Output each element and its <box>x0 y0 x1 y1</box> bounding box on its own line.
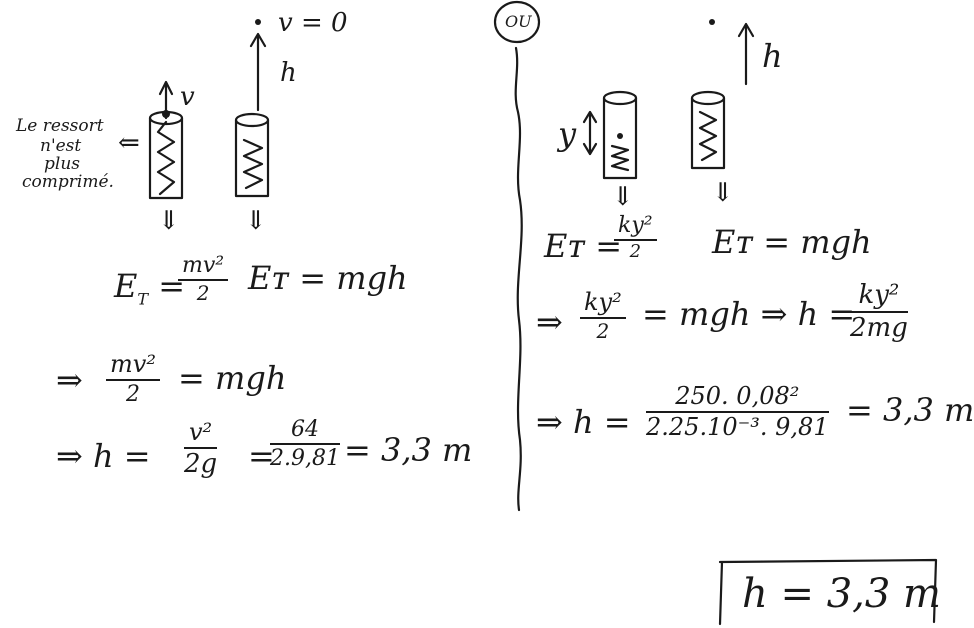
divider-line <box>514 46 523 512</box>
down-arrow-2: ⇓ <box>245 206 267 236</box>
cylinder-spring-rest <box>234 112 270 198</box>
step1-arrow-right: ⇒ <box>536 303 563 341</box>
down-arrow-4: ⇓ <box>712 178 734 208</box>
step2-fraction-formula: v² 2g <box>184 418 218 480</box>
mass-dot <box>255 19 261 25</box>
energy-elastic-fraction: ky² 2 <box>614 214 657 262</box>
cylinder-spring-compressed <box>602 90 638 180</box>
velocity-zero-label: v = 0 <box>278 8 348 38</box>
note-line-2: n'est <box>40 136 82 156</box>
cylinder-spring-released <box>148 110 184 200</box>
height-label-right: h <box>762 37 783 75</box>
step1-fraction-right: ky² 2 <box>580 289 626 342</box>
compression-label: y <box>558 115 577 153</box>
mass-dot-right <box>709 19 715 25</box>
cylinder-spring-rest-right <box>690 90 726 170</box>
compression-arrow <box>582 110 598 156</box>
ou-circle <box>493 0 541 44</box>
step1-fraction-height: ky² 2mg <box>850 280 908 344</box>
step2-prefix-right: ⇒ h = <box>536 403 631 441</box>
step1-arrow-left: ⇒ <box>56 361 83 399</box>
step2-prefix-left: ⇒ h = <box>56 437 151 475</box>
energy-kinetic-lhs: ET = <box>114 267 186 309</box>
note-arrow: ⇐ <box>118 128 140 158</box>
answer-box <box>718 558 938 626</box>
note-line-1: Le ressort <box>16 116 104 136</box>
step1-rhs-left: = mgh <box>178 359 287 397</box>
note-line-3: plus <box>44 154 80 174</box>
energy-kinetic-fraction: mv² 2 <box>178 254 229 304</box>
final-answer: h = 3,3 m <box>742 571 941 617</box>
step2-equals: = <box>248 437 275 475</box>
height-arrow-left <box>249 32 267 112</box>
velocity-label: v <box>180 82 195 112</box>
step2-fraction-numeric: 64 2.9,81 <box>270 417 340 472</box>
step2-result-right: = 3,3 m <box>846 391 974 429</box>
down-arrow-1: ⇓ <box>158 206 180 236</box>
ou-label: OU <box>505 12 532 31</box>
step2-result-left: = 3,3 m <box>344 431 473 469</box>
energy-elastic-lhs: Eᴛ = <box>544 227 623 265</box>
energy-potential-left: Eᴛ = mgh <box>248 259 408 297</box>
note-line-4: comprimé. <box>22 172 114 192</box>
energy-potential-right: Eᴛ = mgh <box>712 223 872 261</box>
height-arrow-right <box>737 22 755 86</box>
height-label-left: h <box>280 58 297 88</box>
down-arrow-3: ⇓ <box>612 182 634 212</box>
step2-fraction-right: 250. 0,08² 2.25.10⁻³. 9,81 <box>646 382 829 442</box>
step1-fraction-left: mv² 2 <box>106 351 160 406</box>
step1-middle-right: = mgh ⇒ h = <box>642 295 856 333</box>
